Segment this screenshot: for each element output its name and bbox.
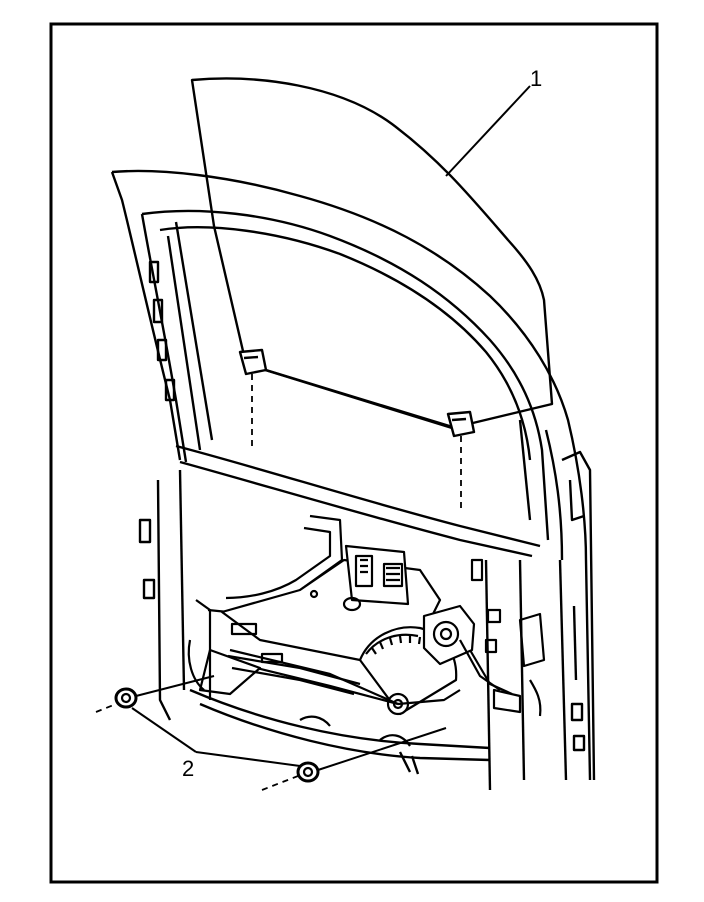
door-frame <box>110 169 596 791</box>
glass-clip-right <box>446 410 476 438</box>
regulator-motor <box>344 544 410 606</box>
glass-clip-left <box>238 348 268 376</box>
callout-1: 1 <box>530 66 542 91</box>
window-glass <box>190 77 554 510</box>
regulator-gearbox <box>422 604 522 714</box>
callout-2: 2 <box>182 756 194 781</box>
fastener-nut-lower <box>296 761 320 783</box>
diagram-frame <box>49 22 659 884</box>
fasteners <box>95 675 447 791</box>
fastener-nut-upper <box>114 687 138 709</box>
callout-leaders <box>131 85 531 767</box>
window-regulator <box>187 514 546 747</box>
